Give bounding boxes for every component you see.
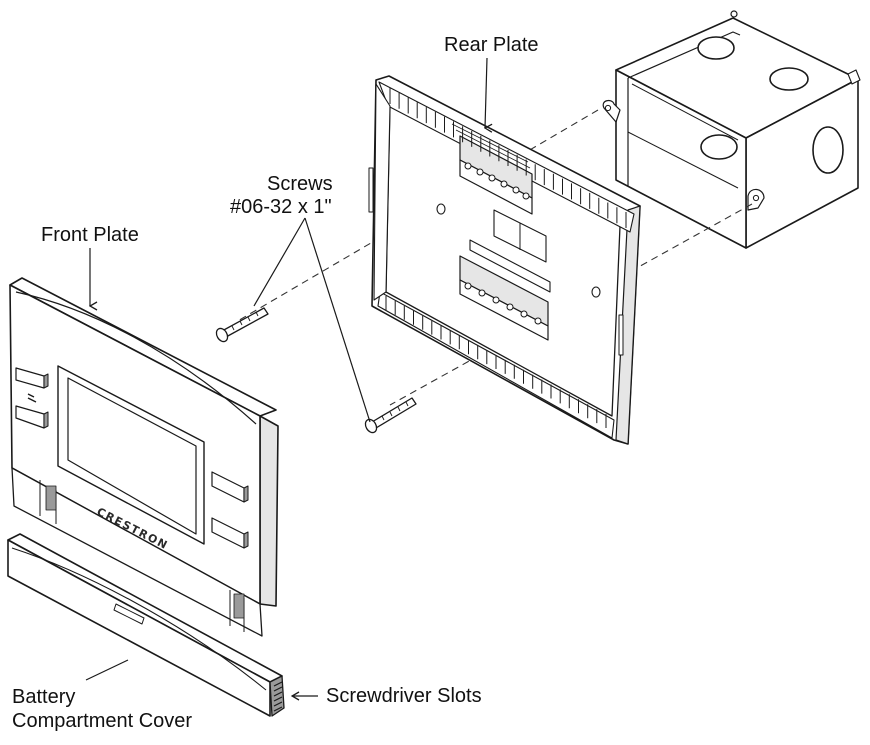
rear-plate-ribs-top xyxy=(389,88,627,228)
rear-plate xyxy=(368,75,641,445)
electrical-box xyxy=(602,10,861,249)
screws-leader-bottom xyxy=(253,217,306,307)
front-plate-label: Front Plate xyxy=(41,224,139,246)
mounting-screw xyxy=(215,307,269,343)
front-plate-button xyxy=(15,367,49,389)
display-screen xyxy=(67,377,197,535)
screwdriver-slots-tab xyxy=(269,675,285,717)
rear-plate-label: Rear Plate xyxy=(444,34,539,56)
rear-plate-leader xyxy=(485,57,487,128)
front-plate-button xyxy=(15,405,49,429)
knockout-hole xyxy=(700,134,738,160)
knockout-hole xyxy=(812,126,844,174)
front-plate-button xyxy=(211,517,249,549)
knockout-hole xyxy=(769,67,809,91)
front-plate: CRESTRON xyxy=(9,277,279,637)
screwdriver-slots-label: Screwdriver Slots xyxy=(326,685,482,707)
mounting-screw xyxy=(364,397,417,434)
knockout-hole xyxy=(697,36,735,60)
battery-label-line1: Battery xyxy=(12,686,76,708)
battery-leader xyxy=(85,659,129,681)
screws-label-line1: Screws xyxy=(267,173,333,195)
screws-label-line2: #06-32 x 1" xyxy=(230,196,332,218)
rear-plate-ribs-bottom xyxy=(385,296,607,428)
screws-leader-top xyxy=(304,217,371,423)
battery-label-line2: Compartment Cover xyxy=(12,710,193,732)
battery-compartment-cover xyxy=(7,533,285,717)
leader-lines xyxy=(85,57,487,696)
front-plate-button xyxy=(211,471,249,503)
